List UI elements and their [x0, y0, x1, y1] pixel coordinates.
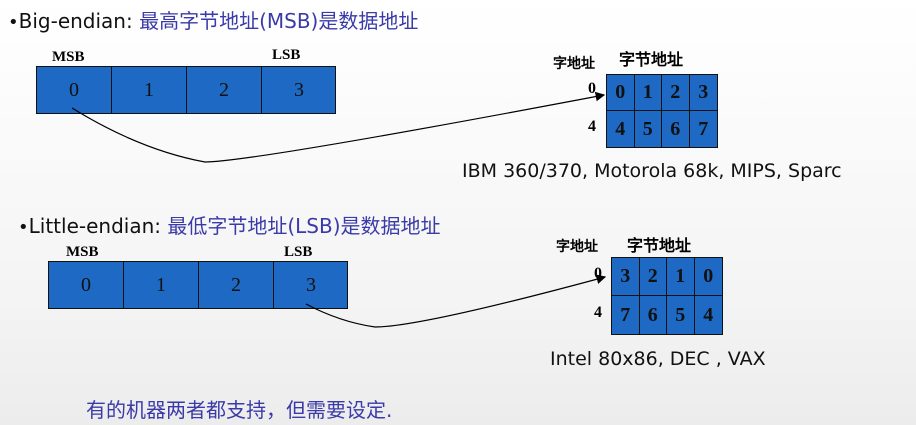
memory-byte-cell: 5	[635, 111, 662, 147]
memory-byte-cell: 4	[703, 303, 714, 326]
register-cell: 1	[124, 262, 199, 308]
memory-byte-cell: 7	[612, 296, 640, 334]
footer-note: 有的机器两者都支持，但需要设定.	[86, 398, 393, 422]
big-endian-arrow	[71, 91, 606, 163]
bullet-icon: •	[18, 217, 29, 238]
memory-byte-cell: 0	[607, 75, 635, 111]
big-endian-title-en: Big-endian:	[18, 9, 140, 33]
register-cell: 0	[49, 262, 124, 308]
memory-byte-cell: 1	[634, 75, 662, 111]
memory-byte-cell: 1	[667, 258, 695, 296]
little-endian-arrow	[305, 274, 607, 328]
little-endian-memory-grid: 3 2 1 0 7 6 5 4	[611, 257, 723, 335]
big-endian-register: 0 1 2 3	[36, 66, 336, 114]
big-endian-msb-label: MSB	[52, 49, 85, 65]
register-cell: 1	[112, 67, 187, 113]
little-endian-word-address-header: 字地址	[556, 239, 598, 255]
little-endian-row-address: 4	[594, 304, 602, 321]
little-endian-title-cn: 最低字节地址(LSB)是数据地址	[167, 214, 441, 238]
register-cell: 2	[187, 67, 262, 113]
little-endian-msb-label: MSB	[66, 244, 99, 260]
big-endian-memory-grid: 0 1 2 3 4 5 6 7	[606, 74, 718, 148]
memory-byte-cell: 3	[612, 258, 640, 296]
big-endian-row-address: 0	[588, 80, 596, 97]
big-endian-heading: •Big-endian: 最高字节地址(MSB)是数据地址	[8, 5, 418, 34]
little-endian-lsb-label: LSB	[284, 244, 313, 260]
memory-byte-cell: 3	[689, 75, 717, 111]
big-endian-systems: IBM 360/370, Motorola 68k, MIPS, Sparc	[462, 160, 842, 182]
memory-byte-cell: 5	[667, 296, 695, 334]
big-endian-row-address: 4	[588, 118, 596, 135]
bullet-icon: •	[8, 12, 19, 33]
big-endian-word-address-header: 字地址	[553, 56, 595, 72]
big-endian-byte-address-header: 字节地址	[619, 50, 684, 69]
register-cell: 3	[306, 273, 316, 296]
memory-byte-cell: 2	[662, 75, 690, 111]
little-endian-systems: Intel 80x86, DEC , VAX	[550, 348, 766, 370]
memory-byte-cell: 2	[639, 258, 667, 296]
little-endian-heading: •Little-endian: 最低字节地址(LSB)是数据地址	[18, 210, 441, 239]
memory-byte-cell: 6	[640, 296, 667, 334]
memory-byte-cell: 4	[607, 111, 635, 147]
big-endian-lsb-label: LSB	[272, 47, 301, 63]
register-cell: 2	[199, 262, 274, 308]
memory-byte-cell: 6	[662, 111, 690, 147]
memory-byte-cell: 0	[694, 258, 722, 296]
little-endian-row-address: 0	[594, 265, 602, 282]
little-endian-register: 0 1 2 3	[48, 261, 348, 309]
register-cell: 3	[294, 78, 304, 101]
little-endian-byte-address-header: 字节地址	[627, 236, 692, 255]
register-cell: 0	[37, 67, 112, 113]
big-endian-title-cn: 最高字节地址(MSB)是数据地址	[139, 9, 419, 33]
memory-byte-cell: 7	[698, 117, 709, 140]
little-endian-title-en: Little-endian:	[28, 214, 168, 238]
